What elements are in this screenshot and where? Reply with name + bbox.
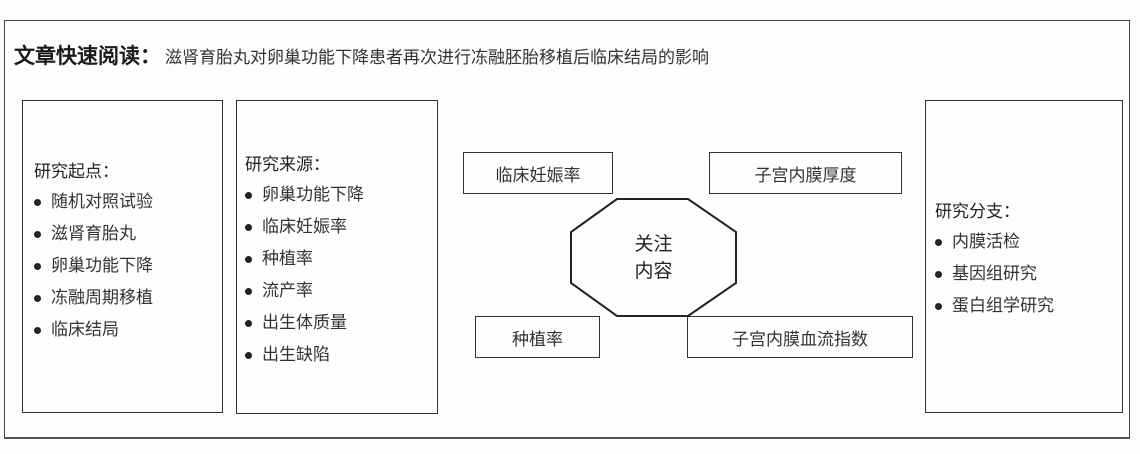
- panel-branches: 研究分支： 内膜活检 基因组研究 蛋白组学研究: [925, 100, 1123, 413]
- bullet-icon: [245, 319, 252, 327]
- list-item: 卵巢功能下降: [34, 250, 222, 282]
- list-item: 随机对照试验: [34, 186, 222, 218]
- list-item: 内膜活检: [935, 226, 1122, 258]
- list-item: 卵巢功能下降: [245, 179, 437, 211]
- article-title: 滋肾育胎丸对卵巢功能下降患者再次进行冻融胚胎移植后临床结局的影响: [165, 48, 709, 68]
- panel-starting-point: 研究起点： 随机对照试验 滋肾育胎丸 卵巢功能下降 冻融周期移植 临床结局: [22, 100, 223, 413]
- focus-tag-endometrial-blood-flow-index: 子宫内膜血流指数: [687, 316, 913, 358]
- bullet-icon: [34, 326, 41, 334]
- bullet-icon: [34, 230, 41, 238]
- list-item: 临床妊娠率: [245, 211, 437, 243]
- branches-list: 内膜活检 基因组研究 蛋白组学研究: [935, 226, 1122, 322]
- list-item: 基因组研究: [935, 258, 1122, 290]
- panel-heading: 研究分支：: [935, 202, 1020, 222]
- focus-tag-implantation-rate: 种植率: [475, 316, 600, 358]
- list-item: 出生体质量: [245, 307, 437, 339]
- bullet-icon: [935, 238, 942, 246]
- focus-center-label: 关注 内容: [634, 232, 673, 282]
- header: 文章快速阅读：滋肾育胎丸对卵巢功能下降患者再次进行冻融胚胎移植后临床结局的影响: [14, 40, 709, 70]
- bullet-icon: [935, 270, 942, 278]
- bullet-icon: [34, 198, 41, 206]
- bullet-icon: [245, 191, 252, 199]
- focus-tag-clinical-pregnancy-rate: 临床妊娠率: [463, 152, 613, 194]
- list-item: 种植率: [245, 243, 437, 275]
- list-item: 流产率: [245, 275, 437, 307]
- sources-list: 卵巢功能下降 临床妊娠率 种植率 流产率 出生体质量 出生缺陷: [245, 179, 437, 371]
- bullet-icon: [935, 302, 942, 310]
- list-item: 临床结局: [34, 314, 222, 346]
- bullet-icon: [245, 351, 252, 359]
- header-label: 文章快速阅读：: [14, 44, 161, 68]
- bullet-icon: [34, 262, 41, 270]
- panel-heading: 研究来源：: [245, 155, 330, 175]
- list-item: 蛋白组学研究: [935, 290, 1122, 322]
- focus-tag-endometrial-thickness: 子宫内膜厚度: [709, 152, 902, 194]
- starting-point-list: 随机对照试验 滋肾育胎丸 卵巢功能下降 冻融周期移植 临床结局: [34, 186, 222, 346]
- bullet-icon: [245, 287, 252, 295]
- list-item: 滋肾育胎丸: [34, 218, 222, 250]
- panel-sources: 研究来源： 卵巢功能下降 临床妊娠率 种植率 流产率 出生体质量 出生缺陷: [236, 100, 438, 414]
- list-item: 冻融周期移植: [34, 282, 222, 314]
- bullet-icon: [245, 255, 252, 263]
- list-item: 出生缺陷: [245, 339, 437, 371]
- bullet-icon: [34, 294, 41, 302]
- bullet-icon: [245, 223, 252, 231]
- panel-heading: 研究起点：: [34, 162, 119, 182]
- octagon-shape: [570, 198, 737, 317]
